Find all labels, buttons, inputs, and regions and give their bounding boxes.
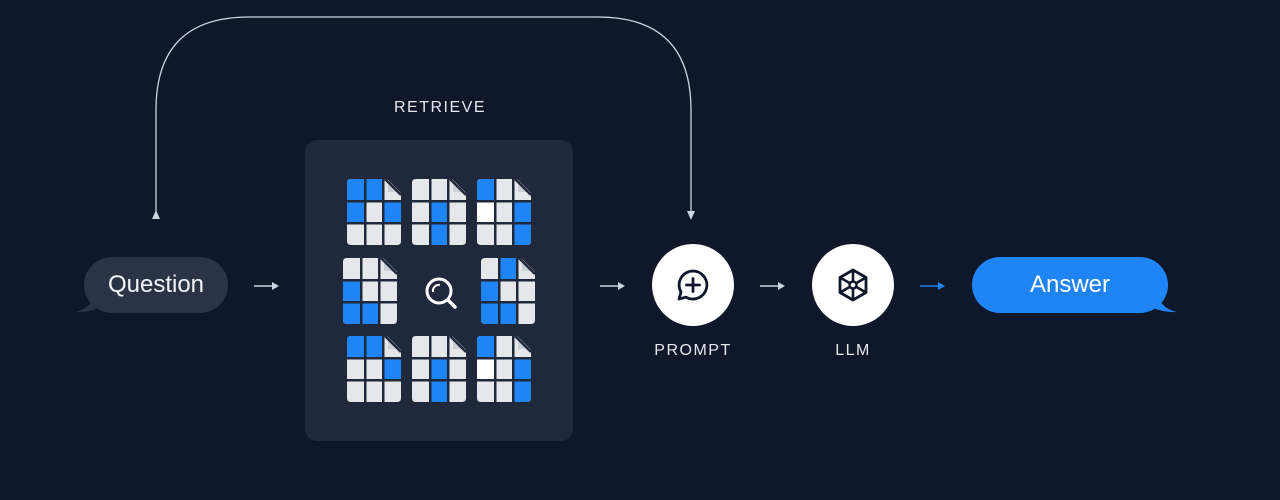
- hexagon-cube-icon: [838, 268, 868, 302]
- question-label: Question: [107, 271, 205, 298]
- llm-title: LLM: [835, 342, 871, 359]
- question-bubble: Question: [84, 257, 228, 313]
- bypass-arrow-down: [687, 211, 695, 220]
- answer-bubble: Answer: [972, 257, 1168, 313]
- document-icon: [347, 336, 401, 402]
- prompt-node: [652, 244, 734, 326]
- arrow-retrieve-prompt: [600, 282, 625, 290]
- arrow-prompt-llm: [760, 282, 785, 290]
- prompt-title: PROMPT: [654, 342, 732, 359]
- document-icon: [412, 179, 466, 245]
- document-icon: [343, 258, 397, 324]
- arrow-llm-answer: [920, 282, 945, 290]
- retrieve-panel: [305, 140, 573, 441]
- document-icon: [412, 336, 466, 402]
- arrow-question-retrieve: [254, 282, 279, 290]
- search-icon: [425, 277, 457, 309]
- bypass-arrow-up: [152, 210, 160, 219]
- document-icon: [477, 179, 531, 245]
- chat-plus-icon: [677, 269, 709, 301]
- document-icon: [481, 258, 535, 324]
- document-grid: [343, 179, 573, 402]
- retrieve-title: RETRIEVE: [393, 99, 486, 116]
- answer-label: Answer: [1029, 271, 1111, 298]
- bypass-connector: [155, 16, 692, 213]
- document-icon: [477, 336, 531, 402]
- document-icon: [347, 179, 401, 245]
- llm-node: [812, 244, 894, 326]
